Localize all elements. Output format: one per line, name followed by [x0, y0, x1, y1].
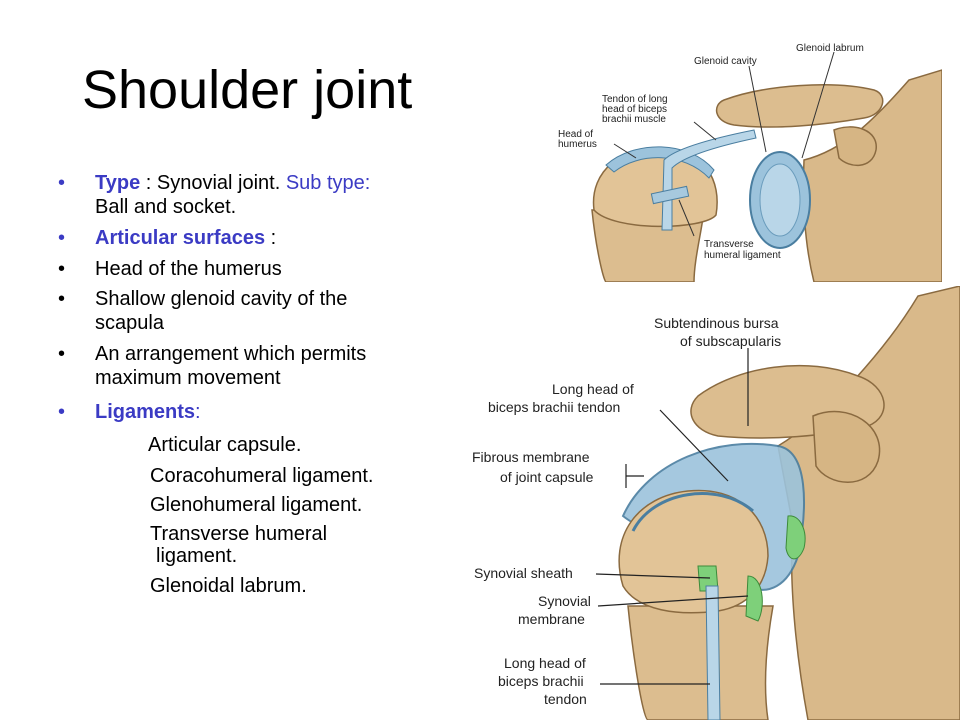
articular-label: Articular surfaces: [95, 227, 266, 249]
bullet-dot: •: [58, 172, 66, 194]
type-label: Type: [95, 172, 141, 194]
subtype-value: Ball and socket.: [95, 196, 237, 218]
ligament-item: Glenoidal labrum.: [150, 575, 307, 597]
ligaments-sep: :: [195, 401, 201, 423]
label-synovial-sheath: Synovial sheath: [474, 565, 573, 581]
bullet-dot: •: [58, 401, 66, 423]
bullet-dot: •: [58, 258, 66, 280]
label-glenoid-labrum: Glenoid labrum: [796, 43, 864, 54]
subtype-label: Sub type:: [285, 172, 371, 194]
label-tendon-line3: brachii muscle: [602, 114, 666, 125]
ligament-item: Glenohumeral ligament.: [150, 494, 363, 516]
bullet-dot: •: [58, 288, 66, 310]
bullet-dot: •: [58, 343, 66, 365]
label-longhead-b-line1: Long head of: [504, 655, 586, 671]
bullet-dot: •: [58, 227, 66, 249]
label-synovial-membrane-line2: membrane: [518, 611, 585, 627]
shoulder-figure-bottom: Subtendinous bursa of subscapularis Long…: [448, 286, 960, 720]
item-arrangement-line2: maximum movement: [95, 367, 281, 389]
shoulder-illustration-bottom: Subtendinous bursa of subscapularis Long…: [448, 286, 960, 720]
type-value: Synovial joint.: [156, 172, 286, 194]
item-arrangement-line1: An arrangement which permits: [95, 343, 367, 365]
slide-title: Shoulder joint: [82, 60, 413, 120]
label-bursa-line1: Subtendinous bursa: [654, 315, 779, 331]
shoulder-figure-top: Glenoid cavity Glenoid labrum Tendon of …: [544, 40, 942, 282]
ligament-item: Coracohumeral ligament.: [150, 465, 374, 487]
label-transverse-line2: humeral ligament: [704, 250, 781, 261]
label-transverse-line1: Transverse: [704, 239, 754, 250]
label-longhead-b-line2: biceps brachii: [498, 673, 584, 689]
ligament-item: Transverse humeral: [150, 523, 328, 545]
label-bursa-line2: of subscapularis: [680, 333, 781, 349]
ligaments-label: Ligaments: [95, 401, 196, 423]
articular-sep: :: [265, 227, 277, 249]
label-head-line1: Head of: [558, 129, 593, 140]
ligament-item: Articular capsule.: [148, 434, 302, 456]
label-head-line2: humerus: [558, 139, 597, 150]
label-glenoid-cavity: Glenoid cavity: [694, 56, 757, 67]
item-head: Head of the humerus: [95, 258, 282, 280]
label-longhead-line1: Long head of: [552, 381, 634, 397]
ligament-item: ligament.: [156, 545, 238, 567]
label-fibrous-line1: Fibrous membrane: [472, 449, 590, 465]
label-fibrous-line2: of joint capsule: [500, 469, 594, 485]
label-longhead-b-line3: tendon: [544, 691, 587, 707]
type-sep: :: [140, 172, 157, 194]
item-glenoid-line2: scapula: [95, 312, 164, 334]
label-tendon-line1: Tendon of long: [602, 94, 668, 105]
label-synovial-membrane-line1: Synovial: [538, 593, 591, 609]
shoulder-illustration-top: Glenoid cavity Glenoid labrum Tendon of …: [544, 40, 942, 282]
item-glenoid-line1: Shallow glenoid cavity of the: [95, 288, 348, 310]
label-longhead-line2: biceps brachii tendon: [488, 399, 620, 415]
label-tendon-line2: head of biceps: [602, 104, 667, 115]
